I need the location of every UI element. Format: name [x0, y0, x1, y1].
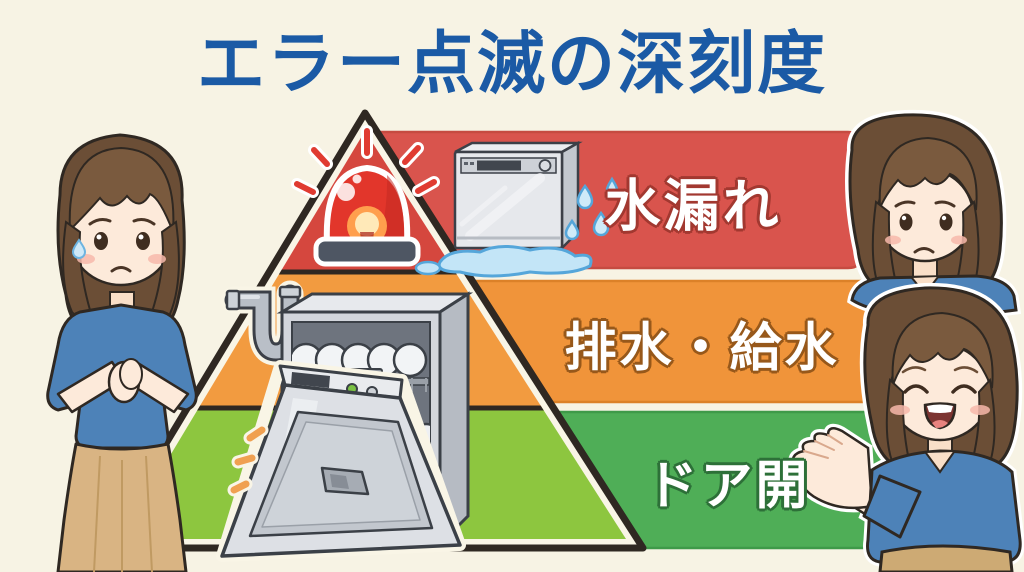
label-water-leak: 水漏れ: [604, 174, 782, 240]
worried-woman-right: [845, 109, 1022, 320]
emphasis-dashes: [227, 423, 269, 497]
label-drain-supply: 排水・給水: [564, 318, 840, 379]
alarm-light-icon: [291, 125, 440, 267]
happy-woman-right: [788, 282, 1024, 572]
worried-woman-left: [46, 133, 198, 572]
open-dishwasher-icon: [216, 291, 474, 562]
water-drops: [564, 176, 619, 241]
leaking-dishwasher-icon: [414, 140, 619, 278]
dishwasher-open-door: [216, 360, 466, 562]
page-title: エラー点滅の深刻度: [196, 25, 827, 104]
label-door-open: ドア開: [645, 456, 811, 517]
water-puddle: [437, 245, 593, 278]
